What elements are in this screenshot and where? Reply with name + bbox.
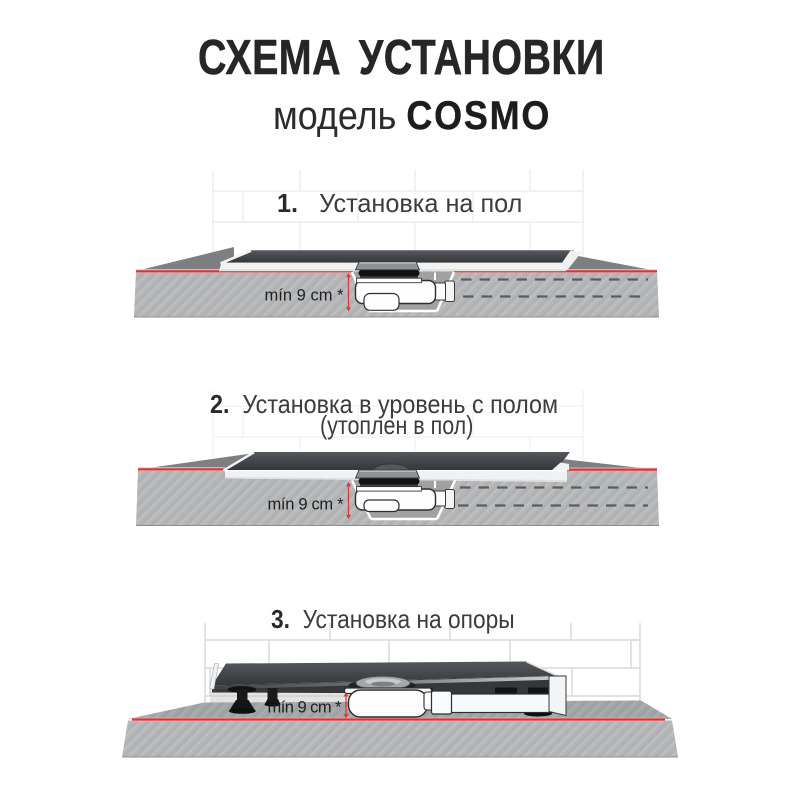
svg-text:mín 9 cm *: mín 9 cm * — [265, 287, 345, 305]
svg-text:mín 9 cm *: mín 9 cm * — [268, 699, 343, 717]
svg-text:mín 9 cm *: mín 9 cm * — [268, 496, 345, 514]
